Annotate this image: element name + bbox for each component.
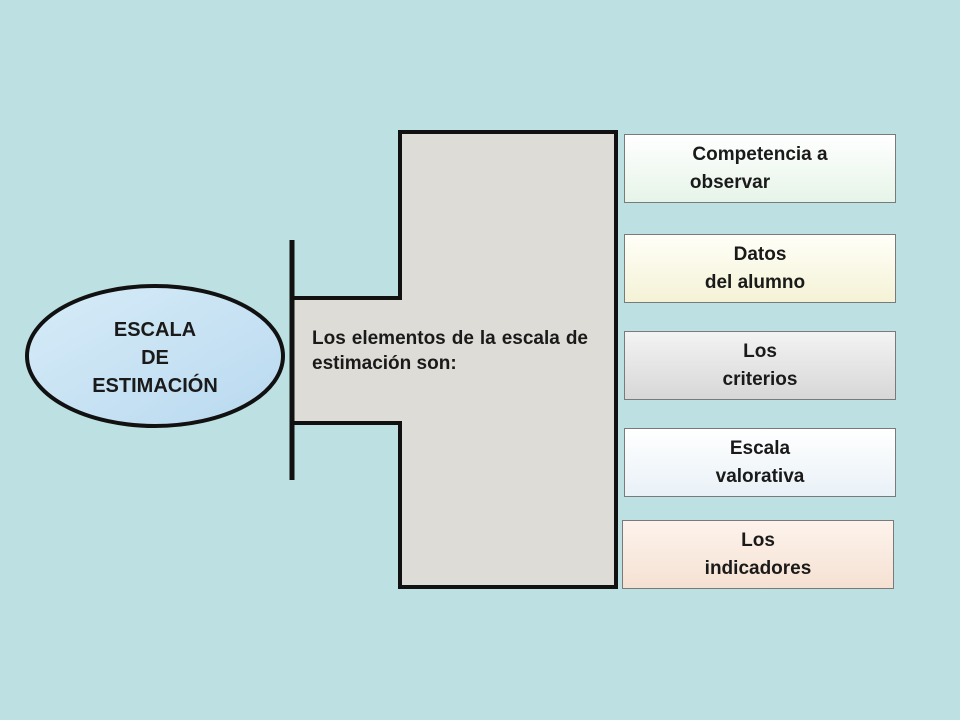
item-2-line-1: Datos	[733, 243, 787, 265]
item-box-indicadores: Los indicadores	[622, 520, 894, 589]
item-3-line-2: criterios	[722, 368, 798, 390]
center-node-label: ESCALA DE ESTIMACIÓN	[30, 292, 280, 424]
bracket-panel	[292, 132, 616, 587]
item-2-line-2: del alumno	[704, 271, 806, 293]
item-box-competencia: Competencia a observar	[624, 134, 896, 203]
center-node-line-1: ESCALA	[113, 319, 197, 341]
item-1-line-2: observar	[689, 171, 771, 193]
item-1-line-1: Competencia a	[692, 143, 828, 165]
item-box-criterios: Los criterios	[624, 331, 896, 400]
item-box-datos-alumno: Datos del alumno	[624, 234, 896, 303]
item-3-line-1: Los	[743, 340, 777, 362]
item-box-escala-valorativa: Escala valorativa	[624, 428, 896, 497]
item-4-line-1: Escala	[729, 437, 791, 459]
item-5-line-1: Los	[741, 529, 775, 551]
center-node-line-3: ESTIMACIÓN	[92, 375, 218, 397]
item-4-line-2: valorativa	[715, 465, 805, 487]
item-5-line-2: indicadores	[704, 557, 812, 579]
panel-text: Los elementos de la escala de estimación…	[312, 328, 588, 374]
center-node-line-2: DE	[141, 347, 169, 369]
center-oval	[25, 284, 285, 428]
bracket-outline	[292, 130, 618, 589]
